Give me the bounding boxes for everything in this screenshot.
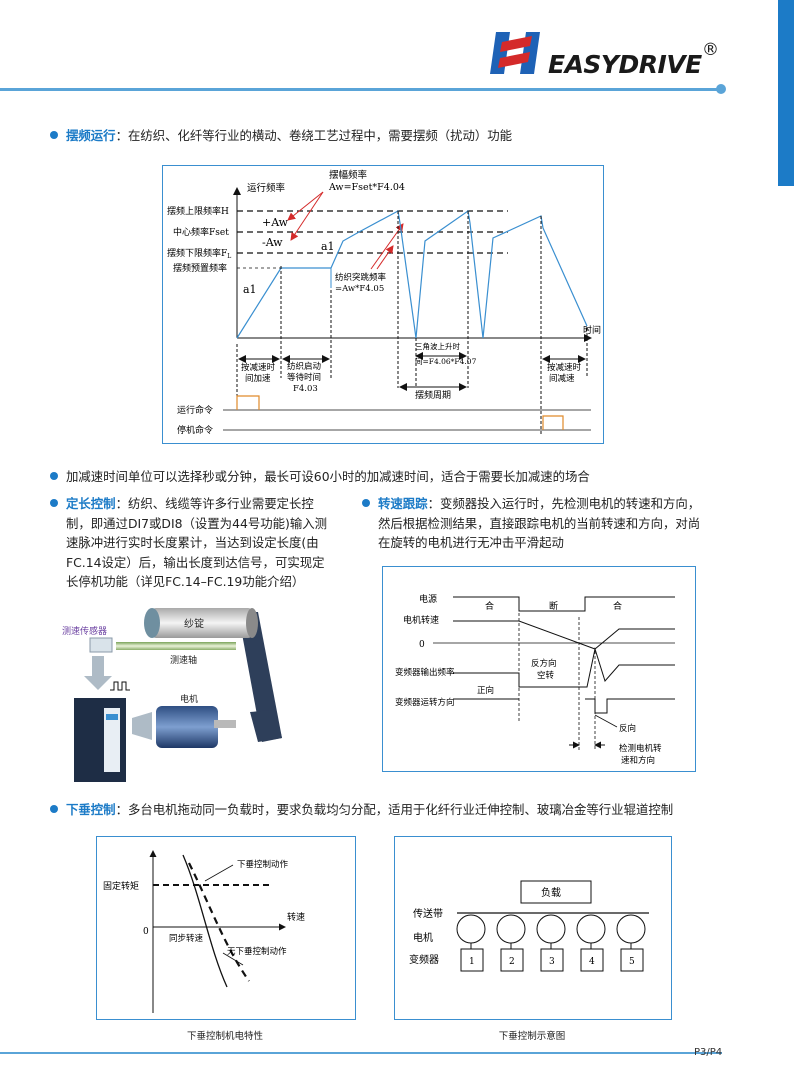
side-tab [778,0,794,186]
lower-limit-label: 摆频下限频率FL [167,247,231,260]
detect-label-1: 检测电机转 [619,743,662,754]
reverse-idle-label-1: 反方向 [531,658,557,669]
droop-characteristic-diagram: 转速 0 固定转矩 下垂控制动作 同步转速 无下垂控制动作 [96,836,356,1020]
inverter-unit-2: 2 [509,957,515,967]
speed-tracking-line-2: 然后根据检测结果，直接跟踪电机的当前转速和方向，对尚 [378,515,701,531]
registered-mark: ® [702,40,719,60]
upper-limit-label: 摆频上限频率H [167,205,229,217]
brand-logo-text: EASYDRIVE [548,50,702,79]
brand-logo-mark [490,32,540,74]
droop-schematic-caption: 下垂控制示意图 [498,1031,566,1042]
accel-label-1: 按减速时 [241,362,276,373]
inverter-unit-3: 3 [549,957,555,967]
triangle-rise-label-2: 间=F4.06*F4.07 [415,357,477,366]
power-off-label: 断 [549,600,558,612]
wobble-description: ：在纺织、化纤等行业的横动、卷绕工艺过程中，需要摆频（扰动）功能 [115,128,513,143]
wait-label-2: 等待时间 [287,372,321,383]
plus-aw-label: +Aw [262,216,289,229]
speed-tracking-line-1: ：变频器投入运行时，先检测电机的转速和方向， [427,496,701,511]
page-number: P3/P4 [694,1047,723,1058]
inverter-row-label: 变频器 [409,953,439,966]
bullet-icon [50,805,58,813]
no-droop-label: 无下垂控制动作 [227,946,287,957]
reverse-idle-label-2: 空转 [537,670,555,681]
inverter-unit-4: 4 [589,957,595,967]
bullet-icon [362,499,370,507]
wobble-frequency-diagram: 运行频率 时间 摆频上限频率H 中心频率Fset 摆频下限频率FL 摆频预置频率… [162,165,604,444]
y-axis-label: 运行频率 [247,182,286,194]
footer-divider [0,1052,722,1054]
droop-characteristic-caption: 下垂控制机电特性 [186,1031,263,1042]
fixed-length-line-4: FC.14设定）后，输出长度到达信号，可实现定 [66,554,325,570]
decel-label-2: 间减速 [549,373,575,384]
motor-row-label: 电机 [413,931,433,944]
fixed-length-line-1: ：纺织、线缆等许多行业需要定长控 [115,496,314,511]
accel-rate-label-left: a1 [243,283,257,296]
section-wobble-heading: 摆频运行：在纺织、化纤等行业的横动、卷绕工艺过程中，需要摆频（扰动）功能 [50,126,512,146]
wobble-period-label: 摆频周期 [415,389,451,401]
shaft-label: 测速轴 [170,654,197,666]
decel-label-1: 按减速时 [547,362,582,373]
center-freq-label: 中心频率Fset [173,226,229,238]
keyword-speed-tracking: 转速跟踪 [378,496,428,511]
header-divider [0,88,722,91]
triangle-rise-label-1: 三角波上升时 [415,341,460,351]
header-divider-dot [716,84,726,94]
accel-rate-label-right: a1 [321,240,335,253]
droop-description: ：多台电机拖动同一负载时，要求负载均匀分配，适用于化纤行业迁伸控制、玻璃冶金等行… [115,802,674,817]
power-label: 电源 [419,593,437,605]
bullet-icon [50,472,58,480]
spindle-label: 纱锭 [184,617,204,630]
fixed-torque-label: 固定转矩 [103,880,139,892]
output-freq-label: 变频器输出频率 [395,667,455,678]
amplitude-label: 摆幅频率 [329,169,368,181]
section-speed-tracking: 转速跟踪：变频器投入运行时，先检测电机的转速和方向， 然后根据检测结果，直接跟踪… [362,494,742,553]
fixed-length-line-5: 长停机功能（详见FC.14–FC.19功能介绍） [66,574,305,589]
x-axis-label: 时间 [583,324,601,336]
power-on-label-1: 合 [485,600,494,612]
inverter-unit-5: 5 [629,957,635,967]
keyword-wobble: 摆频运行 [66,128,116,143]
droop-schematic-diagram: 负载 传送带 电机 变频器 1 2 3 4 5 [394,836,672,1020]
zero-speed-label: 0 [419,640,425,650]
sync-speed-label: 同步转速 [169,933,204,944]
bullet-icon [50,131,58,139]
wait-label-3: F4.03 [293,384,318,394]
forward-label: 正向 [477,685,494,696]
speed-tracking-line-3: 在旋转的电机进行无冲击平滑起动 [378,535,564,550]
origin-label: 0 [143,927,149,937]
length-control-illustration: 纱锭 测速轴 测速传感器 电机 [62,608,282,782]
accel-description: 加减速时间单位可以选择秒或分钟，最长可设60小时的加减速时间，适合于需要长加减速… [66,469,590,484]
section-fixed-length: 定长控制：纺织、线缆等许多行业需要定长控 制，即通过DI7或DI8（设置为44号… [50,494,350,592]
minus-aw-label: -Aw [262,236,283,249]
jump-freq-label: 纺织突跳频率 [335,272,387,283]
detect-label-2: 速和方向 [621,755,655,766]
section-accel-note: 加减速时间单位可以选择秒或分钟，最长可设60小时的加减速时间，适合于需要长加减速… [50,467,590,487]
run-command-label: 运行命令 [177,404,213,416]
reverse-label: 反向 [619,723,636,734]
load-label: 负载 [541,886,561,899]
stop-command-label: 停机命令 [177,424,213,436]
motor-label: 电机 [180,693,198,705]
speed-tracking-diagram: 电源 合 断 合 电机转速 0 反方向 空转 变频器输出频率 正向 变频器运转方… [382,566,696,772]
speed-axis-label: 转速 [287,911,305,923]
sensor-label: 测速传感器 [62,625,107,637]
accel-label-2: 间加速 [245,373,271,384]
amplitude-formula: Aw=Fset*F4.04 [328,182,405,193]
preset-freq-label: 摆频预置频率 [173,262,227,274]
belt-label: 传送带 [413,907,443,920]
wait-label-1: 纺织启动 [287,361,322,372]
section-droop: 下垂控制：多台电机拖动同一负载时，要求负载均匀分配，适用于化纤行业迁伸控制、玻璃… [50,800,673,820]
motor-speed-label: 电机转速 [403,614,439,626]
fixed-length-line-3: 速脉冲进行实时长度累计，当达到设定长度(由 [66,535,319,550]
keyword-droop: 下垂控制 [66,802,116,817]
keyword-fixed-length: 定长控制 [66,496,116,511]
jump-freq-formula: =Aw*F4.05 [335,284,384,294]
direction-label: 变频器运转方向 [395,697,455,708]
bullet-icon [50,499,58,507]
power-on-label-2: 合 [613,600,622,612]
droop-action-label: 下垂控制动作 [237,859,289,870]
inverter-unit-1: 1 [469,957,475,967]
fixed-length-line-2: 制，即通过DI7或DI8（设置为44号功能)输入测 [66,515,328,531]
